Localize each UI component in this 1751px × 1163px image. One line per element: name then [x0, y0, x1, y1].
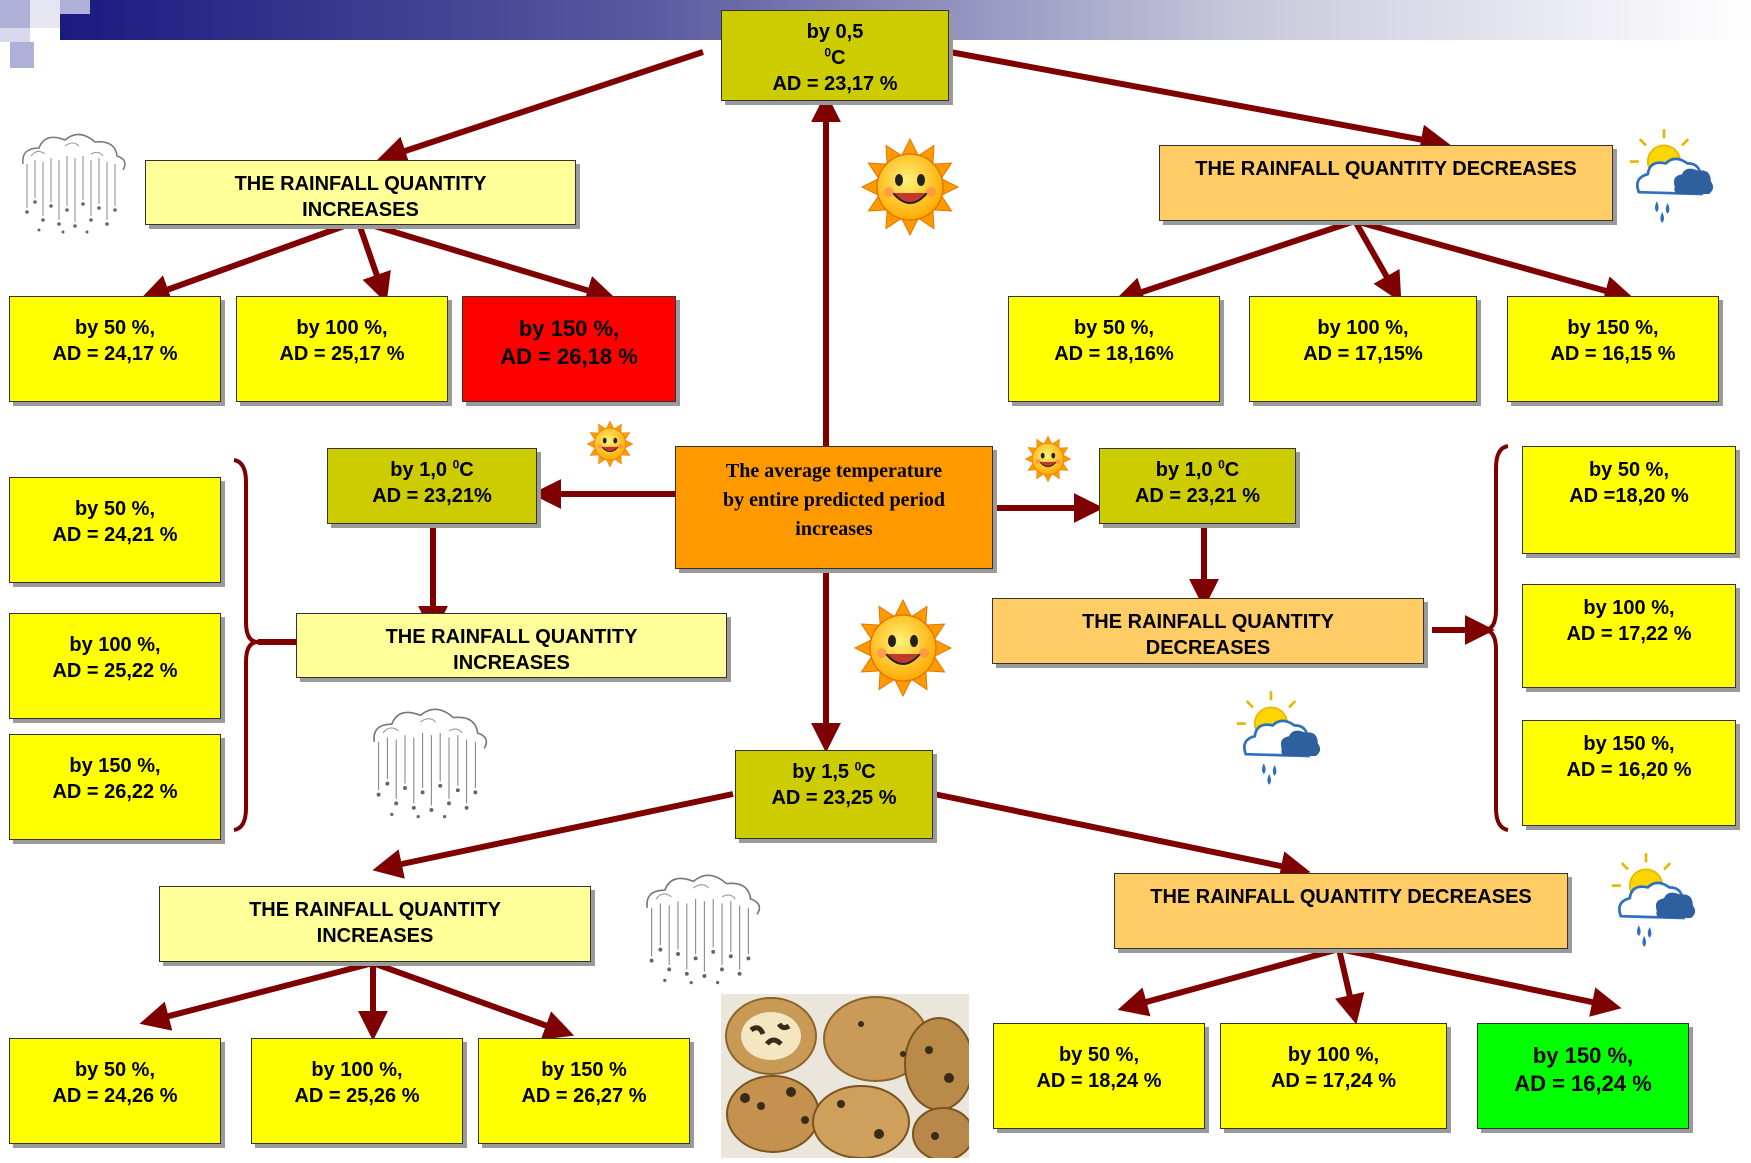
- arrow-inc-top-to-100: [355, 220, 391, 304]
- sun-icon: [586, 420, 634, 468]
- arrow-inc-top-to-150: [357, 218, 617, 305]
- arrow-dec-bot-to-100: [1335, 948, 1365, 1025]
- temp-box-0-5: by 0,5 0C AD = 23,17 %: [721, 10, 949, 101]
- rainfall-decrease-top: THE RAINFALL QUANTITY DECREASES: [1159, 145, 1613, 221]
- arrow-t05-to-inc: [376, 49, 704, 166]
- left-brace: [233, 458, 298, 832]
- temp-box-1-5: by 1,5 0C AD = 23,25 %: [735, 750, 933, 839]
- sun-icon: [861, 138, 959, 236]
- result-mid-inc-100: by 100 %,AD = 25,22 %: [9, 613, 221, 719]
- sun-cloud-rain-icon: [1235, 689, 1322, 787]
- result-mid-inc-50: by 50 %,AD = 24,21 %: [9, 477, 221, 583]
- arrow-dec-bot-to-50: [1117, 946, 1340, 1017]
- rainfall-increase-mid: THE RAINFALL QUANTITY INCREASES: [296, 613, 727, 678]
- right-brace: [1483, 444, 1509, 832]
- result-bot-inc-150: by 150 %AD = 26,27 %: [478, 1038, 690, 1144]
- arrow-t05-to-dec: [949, 49, 1451, 155]
- result-bot-dec-100: by 100 %,AD = 17,24 %: [1220, 1023, 1447, 1129]
- center-box: The average temperature by entire predic…: [675, 446, 993, 569]
- result-mid-dec-150: by 150 %,AD = 16,20 %: [1522, 720, 1736, 826]
- result-bot-inc-50: by 50 %,AD = 24,26 %: [9, 1038, 221, 1144]
- rain-cloud-icon: [373, 708, 488, 820]
- rainfall-increase-top: THE RAINFALL QUANTITY INCREASES: [145, 160, 576, 225]
- arrow-inc-top-to-50: [139, 218, 360, 304]
- sun-icon: [854, 599, 952, 697]
- arrow-inc-bot-to-150: [371, 960, 575, 1040]
- result-bot-dec-50: by 50 %,AD = 18,24 %: [993, 1023, 1205, 1129]
- rainfall-decrease-bottom: THE RAINFALL QUANTITY DECREASES: [1114, 873, 1568, 949]
- result-mid-dec-100: by 100 %,AD = 17,22 %: [1522, 584, 1736, 688]
- temp-box-1-0-left: by 1,0 0C AD = 23,21%: [327, 448, 537, 524]
- sun-icon: [1024, 435, 1072, 483]
- result-mid-dec-50: by 50 %,AD =18,20 %: [1522, 446, 1736, 554]
- arrow-dec-top-to-150: [1354, 218, 1635, 306]
- result-top-dec-150: by 150 %,AD = 16,15 %: [1507, 296, 1719, 402]
- result-top-dec-100: by 100 %,AD = 17,15%: [1249, 296, 1477, 402]
- sun-cloud-rain-icon: [1610, 851, 1697, 949]
- result-mid-inc-150: by 150 %,AD = 26,22 %: [9, 734, 221, 840]
- arrow-dec-top-to-100: [1352, 219, 1402, 303]
- arrow-t15-to-inc: [372, 791, 734, 879]
- arrow-inc-bot-to-50: [139, 960, 374, 1031]
- temp-box-1-0-right: by 1,0 0C AD = 23,21 %: [1099, 448, 1296, 524]
- result-top-dec-50: by 50 %,AD = 18,16%: [1008, 296, 1220, 402]
- result-top-inc-100: by 100 %,AD = 25,17 %: [236, 296, 448, 402]
- potato-photo: [721, 994, 974, 1161]
- rain-cloud-icon: [646, 874, 761, 986]
- result-bot-dec-150: by 150 %,AD = 16,24 %: [1477, 1023, 1689, 1129]
- arrows: [139, 49, 1635, 1041]
- arrow-t15-to-dec: [933, 791, 1311, 881]
- arrow-dec-top-to-50: [1113, 218, 1356, 307]
- arrow-dec-bot-to-150: [1338, 946, 1622, 1017]
- sun-cloud-rain-icon: [1628, 127, 1715, 225]
- rain-cloud-icon: [22, 133, 126, 235]
- result-top-inc-150: by 150 %,AD = 26,18 %: [462, 296, 676, 402]
- rainfall-decrease-mid: THE RAINFALL QUANTITY DECREASES: [992, 598, 1424, 664]
- result-bot-inc-100: by 100 %,AD = 25,26 %: [251, 1038, 463, 1144]
- result-top-inc-50: by 50 %,AD = 24,17 %: [9, 296, 221, 402]
- rainfall-increase-bottom: THE RAINFALL QUANTITY INCREASES: [159, 886, 591, 962]
